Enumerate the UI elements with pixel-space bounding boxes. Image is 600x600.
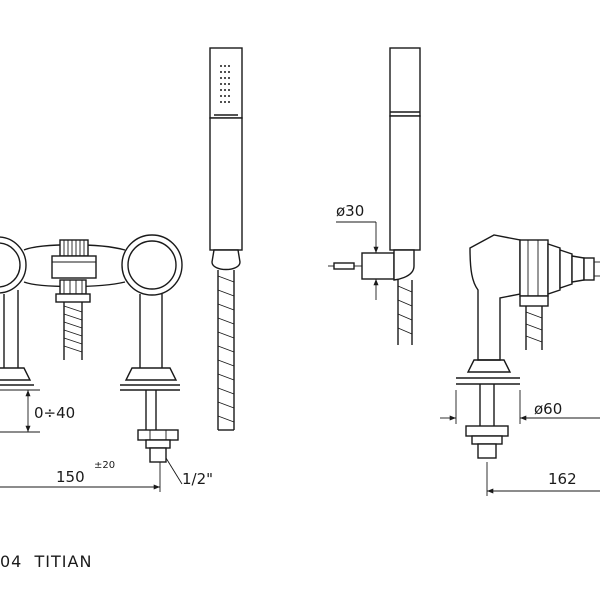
mixer-side-view — [440, 234, 600, 496]
center-tolerance-label: ±20 — [94, 460, 115, 471]
center-distance-label: 150 — [56, 468, 85, 486]
product-caption: 04 TITIAN — [0, 552, 92, 571]
thread-size-label: 1/2" — [182, 470, 213, 488]
height-range-label: 0÷40 — [34, 404, 75, 422]
product-series: TITIAN — [34, 552, 93, 571]
rosette-diameter-label: ø60 — [534, 400, 562, 418]
product-code: 04 — [0, 552, 23, 571]
hand-shower-side — [328, 47, 421, 345]
mixer-front-view — [0, 234, 183, 492]
hand-shower-front — [209, 47, 243, 431]
handset-diameter-label: ø30 — [336, 202, 364, 220]
projection-label: 162 — [548, 470, 577, 488]
